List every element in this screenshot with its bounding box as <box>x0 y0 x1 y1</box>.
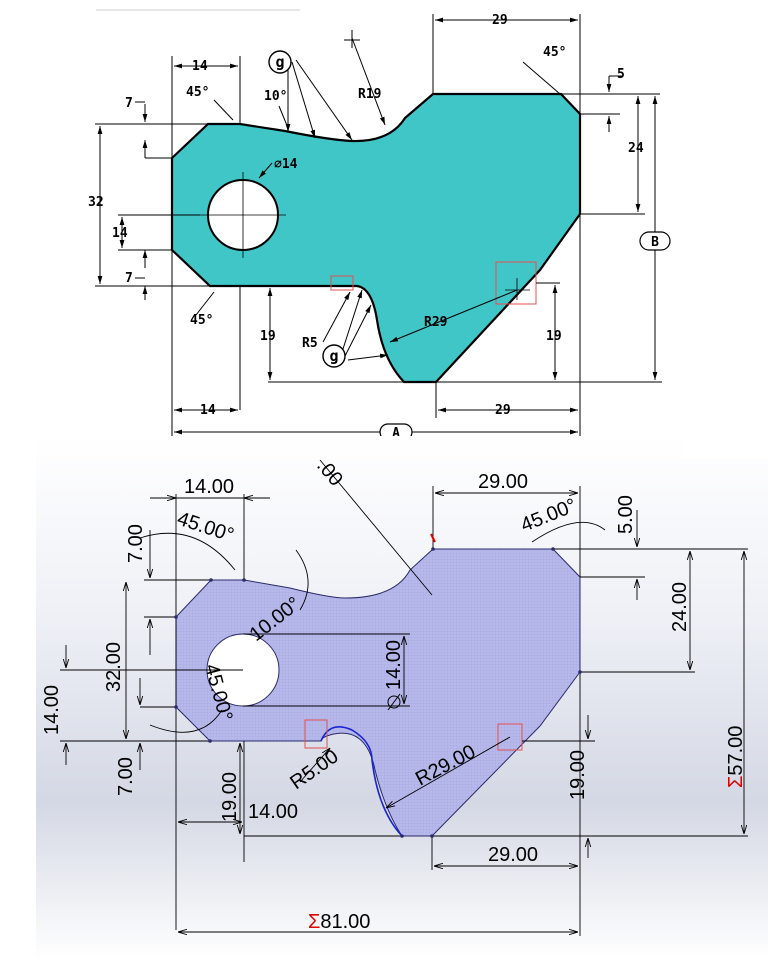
dim-14-bottom: 14 <box>200 403 216 418</box>
sk-dim-dia14: 14.00 <box>383 640 405 690</box>
dim-r5: R5 <box>302 336 318 351</box>
top-dimension-lines <box>95 14 662 438</box>
sk-dim-19-left: 19.00 <box>219 772 241 822</box>
dim-45-top-left: 45° <box>186 85 209 100</box>
sk-dim-5: 5.00 <box>615 495 637 534</box>
svg-text:Σ57.00: Σ57.00 <box>725 726 747 788</box>
part-shape-top <box>170 92 582 384</box>
ref-bubble-b: B <box>639 231 671 251</box>
diameter-symbol-icon <box>387 693 401 711</box>
sk-dim-32: 32.00 <box>103 642 125 692</box>
top-drawing: g g 14 45° 10° R19 29 45° 5 7 32 14 7 ∅1… <box>88 9 671 441</box>
dim-19-left: 19 <box>260 329 276 344</box>
top-drawing-panel: g g 14 45° 10° R19 29 45° 5 7 32 14 7 ∅1… <box>0 0 768 441</box>
sk-dim-29-bottom: 29.00 <box>488 844 538 866</box>
dim-29-bottom: 29 <box>495 403 511 418</box>
sk-dim-24: 24.00 <box>669 582 691 632</box>
sk-dim-57-sum: Σ57.00 <box>725 726 747 788</box>
dim-24: 24 <box>628 141 644 156</box>
dim-10-deg: 10° <box>264 89 287 104</box>
dim-r29: R29 <box>424 315 447 330</box>
svg-text:g: g <box>275 53 284 71</box>
bottom-sketch-panel: .00 14.00 45.00° 7.00 29.00 45.00° 5.00 … <box>0 430 768 960</box>
sk-dim-7-bottom: 7.00 <box>115 757 137 796</box>
dim-45-top-right: 45° <box>543 45 566 60</box>
svg-text:B: B <box>651 235 659 250</box>
sketch-highlight-r29 <box>497 723 523 751</box>
dim-32: 32 <box>88 195 104 210</box>
callout-symbol-bottom: g <box>322 344 346 368</box>
sk-dim-14-top: 14.00 <box>184 476 234 498</box>
dim-19-right: 19 <box>546 329 562 344</box>
sketch-vertices <box>174 547 582 838</box>
dim-r19: R19 <box>358 87 381 102</box>
sketch-curve-blue <box>320 726 403 837</box>
dim-dia14: ∅14 <box>274 157 298 172</box>
sk-dim-7-top: 7.00 <box>125 524 147 563</box>
dim-7-bottom: 7 <box>125 271 133 286</box>
dim-5: 5 <box>617 67 625 82</box>
sk-dim-14-left: 14.00 <box>41 685 63 735</box>
callout-symbol-top: g <box>268 50 292 74</box>
red-tick-marker <box>430 533 436 543</box>
highlight-box-r5 <box>330 275 354 291</box>
dim-29-top: 29 <box>492 13 508 28</box>
dim-14-left: 14 <box>112 226 128 241</box>
dim-45-bottom-left: 45° <box>190 313 213 328</box>
bottom-sketch: .00 14.00 45.00° 7.00 29.00 45.00° 5.00 … <box>36 430 768 960</box>
sk-dim-14-bottom: 14.00 <box>248 801 298 823</box>
sk-dim-81-sum: Σ81.00 <box>308 911 370 933</box>
dim-7-top: 7 <box>125 96 133 111</box>
svg-text:A: A <box>392 426 400 440</box>
sketch-highlight-r5 <box>304 719 328 749</box>
dim-14-top: 14 <box>192 59 208 74</box>
bg-notch <box>682 430 768 458</box>
bottom-dimension-lines <box>60 459 748 936</box>
part-shape-bottom <box>175 548 581 837</box>
sk-dim-19-right: 19.00 <box>567 750 589 800</box>
sk-dim-29-top: 29.00 <box>478 471 528 493</box>
svg-text:g: g <box>329 347 338 365</box>
